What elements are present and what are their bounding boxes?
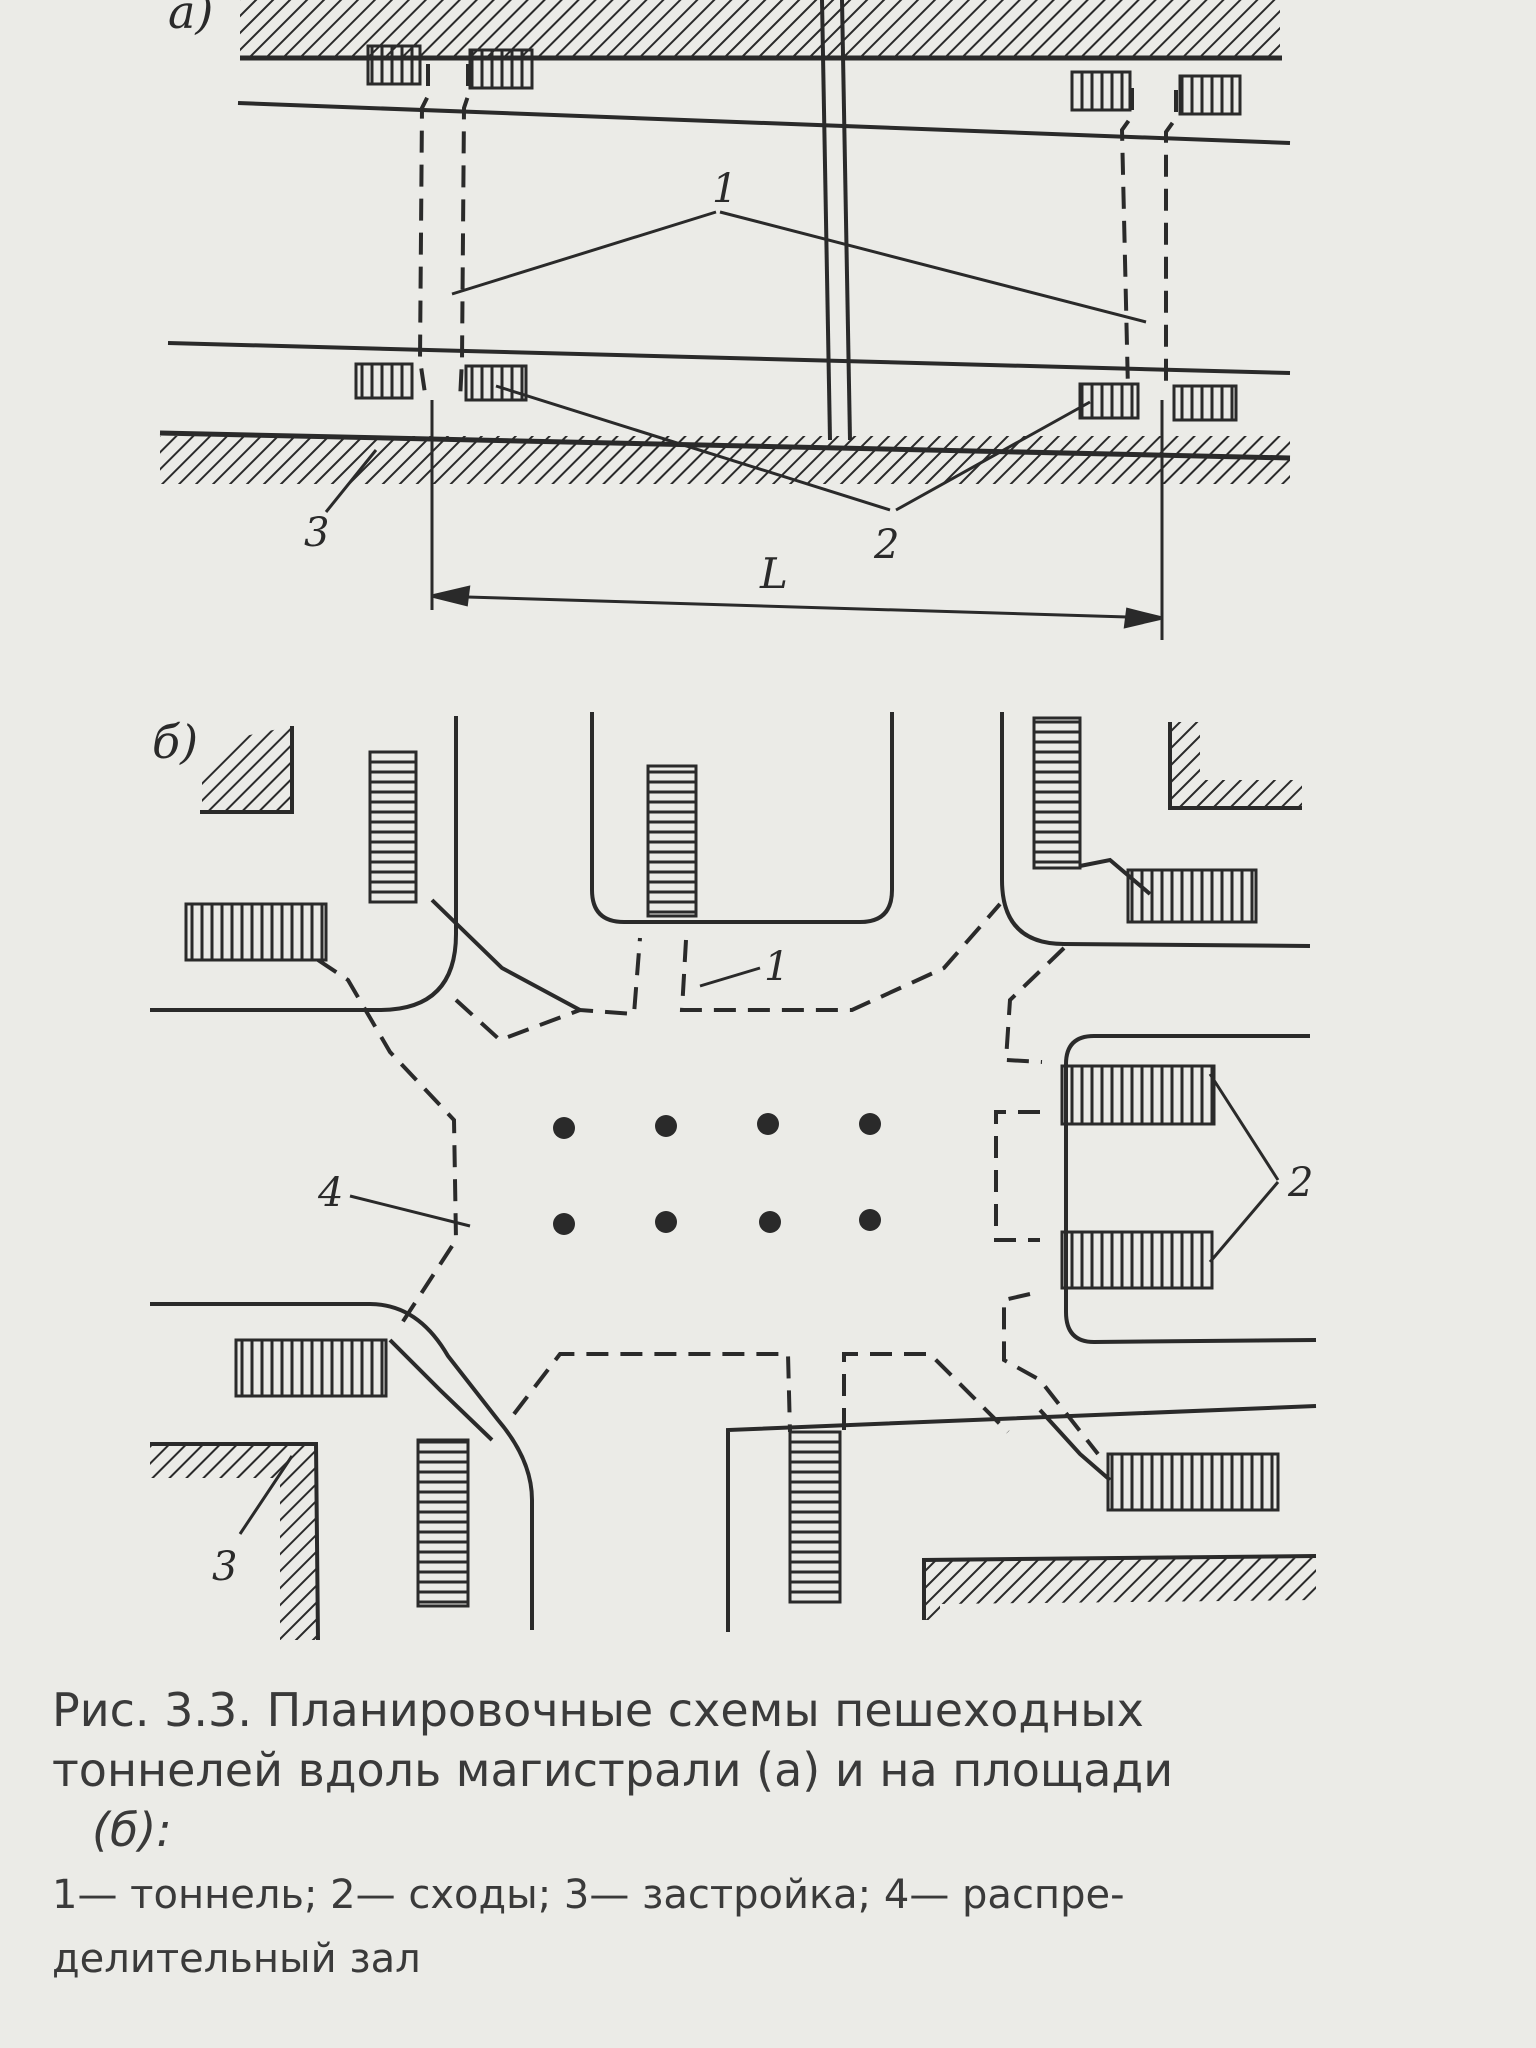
stairs-b-nw-horizontal xyxy=(184,902,328,962)
leader-b-building xyxy=(238,1455,294,1535)
stairs-a-bottom-left-1 xyxy=(354,362,414,400)
label-a-tunnel: 1 xyxy=(712,166,737,212)
stairs-a-bottom-left-2 xyxy=(464,364,528,402)
stairs-a-bottom-right-2 xyxy=(1172,384,1238,422)
stairs-a-top-left-1 xyxy=(366,44,422,86)
leader-b-stairs-lower xyxy=(1208,1181,1280,1263)
tunnel-b-dashed xyxy=(316,902,1100,1456)
building-bottom-right xyxy=(924,1558,1316,1620)
column xyxy=(859,1113,881,1135)
stairs-b-sw-horizontal xyxy=(234,1338,388,1398)
stairs-b-east-upper xyxy=(1060,1064,1216,1126)
curb-east xyxy=(1064,1034,1317,1345)
stairs-b-se xyxy=(1106,1452,1280,1512)
tunnel-b-sw-solid xyxy=(388,1338,494,1442)
tunnel-b-nw-solid xyxy=(430,898,581,1012)
stairs-b-ne-vertical xyxy=(1032,716,1082,870)
dim-arrow-right xyxy=(1123,607,1161,629)
building-top-left xyxy=(202,726,292,810)
column xyxy=(553,1117,575,1139)
figure-caption: Рис. 3.3. Планировочные схемы пешеходных… xyxy=(52,1680,1492,1988)
panel-b-label: б) xyxy=(152,715,198,769)
leader-a-tunnel-left xyxy=(451,210,717,296)
caption-line-3: (б): xyxy=(92,1803,172,1857)
tunnel-b-se-solid xyxy=(1038,1408,1112,1482)
leader-a-stairs-left xyxy=(495,384,891,512)
column xyxy=(655,1115,677,1137)
leader-a-building xyxy=(324,449,378,513)
stairs-a-bottom-right-1 xyxy=(1078,382,1140,420)
column xyxy=(759,1211,781,1233)
stairs-a-top-left-2 xyxy=(468,48,534,90)
leader-b-tunnel xyxy=(699,966,761,988)
curb-ne xyxy=(1000,712,1311,948)
label-a-building: 3 xyxy=(304,510,329,556)
leader-a-stairs-right xyxy=(895,400,1091,512)
hall-columns xyxy=(553,1113,881,1235)
building-bottom-left-edge xyxy=(150,1442,320,1641)
stairs-b-north xyxy=(646,764,698,918)
label-b-building: 3 xyxy=(212,1544,237,1590)
caption-line-1: Рис. 3.3. Планировочные схемы пешеходных xyxy=(52,1683,1144,1737)
label-b-tunnel: 1 xyxy=(764,944,789,990)
dim-line-L xyxy=(433,594,1161,620)
caption-legend-2: делительный зал xyxy=(52,1936,421,1982)
curb-nw xyxy=(150,716,458,1012)
label-a-length: L xyxy=(759,549,788,598)
building-bottom-left xyxy=(150,1444,316,1640)
column xyxy=(757,1113,779,1135)
stairs-b-south xyxy=(788,1430,842,1604)
building-top-right xyxy=(1168,722,1302,808)
bottom-building-hatch xyxy=(160,436,1290,484)
panel-a: а) 1 xyxy=(159,0,1291,640)
stairs-a-top-right-2 xyxy=(1178,74,1242,116)
curb-sw xyxy=(150,1302,534,1630)
column xyxy=(859,1209,881,1231)
label-b-hall: 4 xyxy=(317,1170,343,1216)
stairs-a-top-right-1 xyxy=(1070,70,1132,112)
stairs-b-nw-vertical xyxy=(368,750,418,904)
column xyxy=(553,1213,575,1235)
dim-arrow-left xyxy=(433,585,471,607)
caption-legend-1: 1— тоннель; 2— сходы; 3— застройка; 4— р… xyxy=(52,1872,1125,1918)
upper-road-edge xyxy=(237,101,1291,145)
cross-street-left xyxy=(820,0,832,441)
stairs-b-east-lower xyxy=(1060,1230,1214,1290)
curb-north xyxy=(590,712,894,924)
building-top-left-edge xyxy=(200,726,294,814)
tunnel-b-ne-solid xyxy=(1079,857,1152,896)
middle-road-edge xyxy=(167,341,1291,375)
building-bottom-right-edge xyxy=(922,1554,1317,1620)
column xyxy=(655,1211,677,1233)
tunnel-left xyxy=(417,64,470,401)
label-b-stairs: 2 xyxy=(1287,1160,1313,1206)
cross-street-right xyxy=(840,0,852,441)
leader-b-stairs-upper xyxy=(1208,1073,1280,1181)
leader-a-tunnel-right xyxy=(719,210,1147,324)
leader-b-hall xyxy=(349,1194,471,1228)
stairs-b-ne-horizontal xyxy=(1126,868,1258,924)
building-top-right-edge xyxy=(1168,722,1302,810)
label-a-stairs: 2 xyxy=(873,522,899,568)
panel-b: б) xyxy=(150,712,1317,1641)
tunnel-right xyxy=(1119,88,1178,392)
panel-a-label: а) xyxy=(168,0,213,39)
curb-south xyxy=(726,1404,1317,1632)
caption-line-2: тоннелей вдоль магистрали (а) и на площа… xyxy=(52,1743,1174,1797)
stairs-b-sw-vertical xyxy=(416,1438,470,1608)
